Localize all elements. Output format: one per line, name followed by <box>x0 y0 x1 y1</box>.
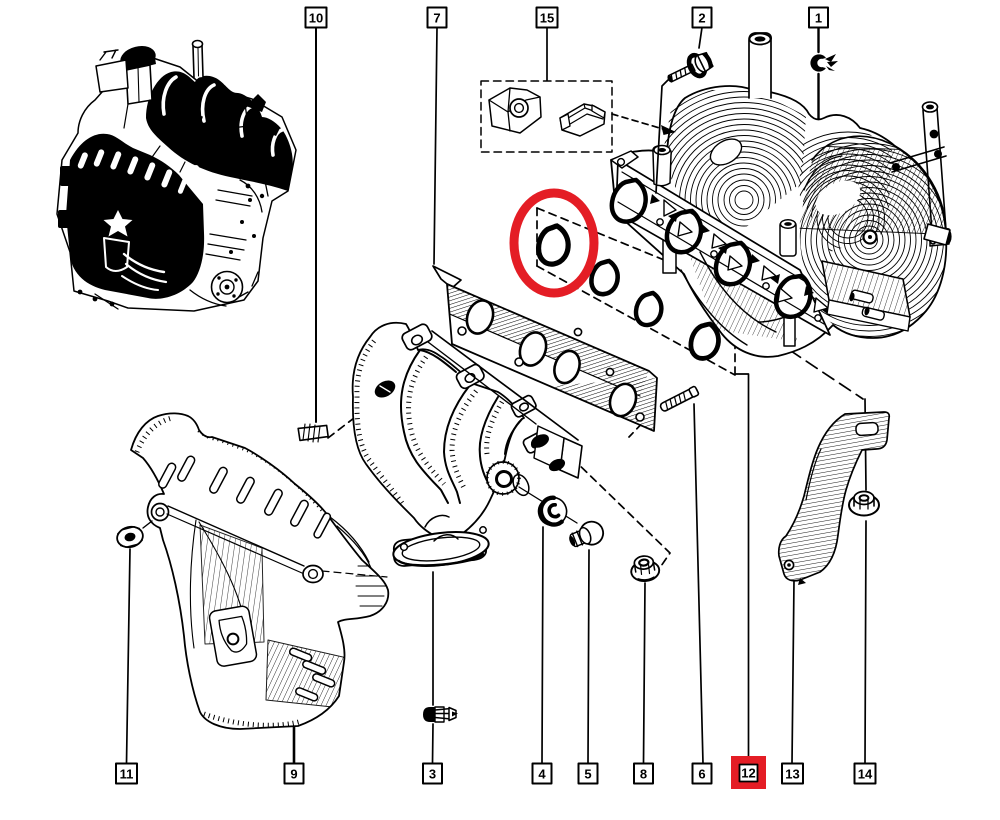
svg-text:12: 12 <box>741 766 755 781</box>
svg-text:3: 3 <box>429 767 436 782</box>
svg-text:11: 11 <box>120 767 134 782</box>
svg-text:2: 2 <box>698 11 705 26</box>
svg-text:7: 7 <box>433 11 440 26</box>
svg-text:14: 14 <box>858 767 873 782</box>
svg-text:9: 9 <box>290 767 297 782</box>
svg-text:1: 1 <box>815 11 822 26</box>
svg-text:8: 8 <box>640 767 647 782</box>
svg-text:15: 15 <box>540 11 554 26</box>
svg-text:5: 5 <box>584 767 591 782</box>
svg-text:10: 10 <box>309 11 323 26</box>
svg-text:4: 4 <box>538 767 546 782</box>
svg-text:6: 6 <box>698 767 705 782</box>
svg-text:13: 13 <box>785 767 799 782</box>
